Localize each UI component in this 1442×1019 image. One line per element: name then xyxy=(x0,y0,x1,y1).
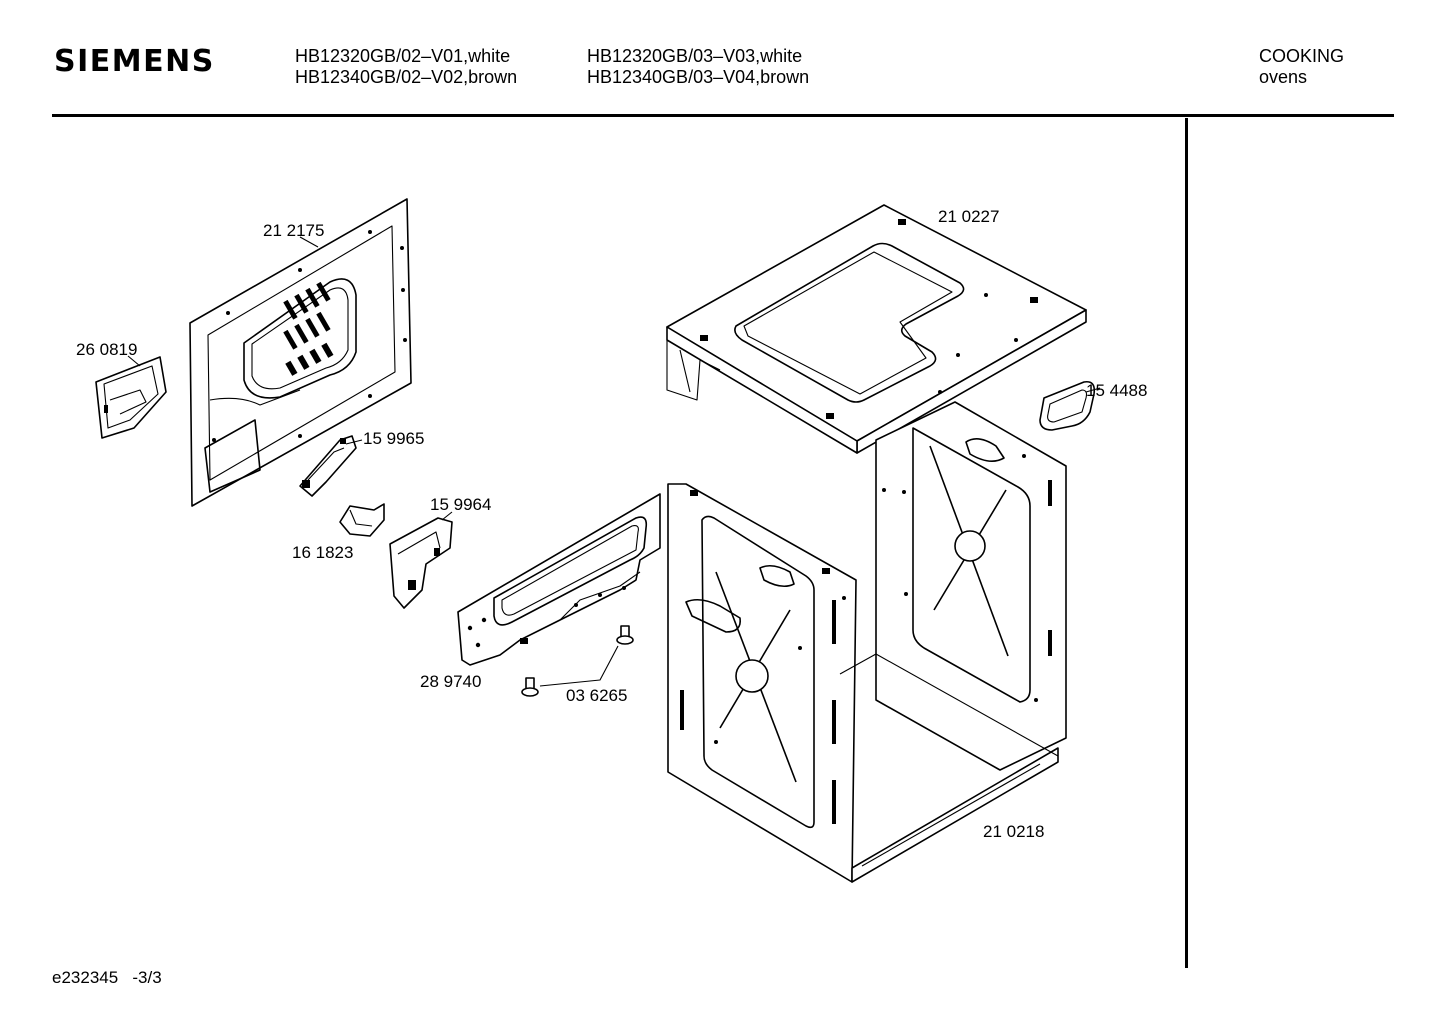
bracket-159965-drawing xyxy=(299,435,357,497)
model-line: HB12320GB/03–V03,white xyxy=(587,46,803,66)
cover-drawing xyxy=(95,356,167,439)
label-screws: 03 6265 xyxy=(566,686,627,705)
header-divider xyxy=(52,114,1394,117)
screw xyxy=(616,625,634,645)
model-list-2: HB12320GB/03–V03,white HB12340GB/03–V04,… xyxy=(587,46,809,88)
clip-161823-drawing xyxy=(339,503,385,537)
label-seal: 15 4488 xyxy=(1086,381,1147,400)
label-top-panel: 21 0227 xyxy=(938,207,999,226)
top-panel-drawing xyxy=(666,204,1087,454)
category-title: COOKING xyxy=(1259,46,1345,66)
model-line: HB12340GB/02–V02,brown xyxy=(295,67,518,87)
screw xyxy=(521,677,539,697)
seal-drawing xyxy=(1039,380,1096,431)
muffle-body-drawing xyxy=(667,401,1067,883)
side-divider xyxy=(1185,118,1188,968)
screws-drawing xyxy=(521,625,634,697)
category-block: COOKING ovens xyxy=(1259,46,1344,88)
bracket-159964-drawing xyxy=(389,517,453,609)
model-line: HB12320GB/02–V01,white xyxy=(295,46,511,66)
label-159964: 15 9964 xyxy=(430,495,491,514)
back-panel-drawing xyxy=(189,198,412,507)
label-back-panel: 21 2175 xyxy=(263,221,324,240)
label-muffle-body: 21 0218 xyxy=(983,822,1044,841)
label-cover: 26 0819 xyxy=(76,340,137,359)
model-list-1: HB12320GB/02–V01,white HB12340GB/02–V02,… xyxy=(295,46,517,88)
label-159965: 15 9965 xyxy=(363,429,424,448)
label-side-rail: 28 9740 xyxy=(420,672,481,691)
document-code: e232345 -3/3 xyxy=(52,968,162,987)
brand-logo: SIEMENS xyxy=(54,44,215,79)
category-subtitle: ovens xyxy=(1259,67,1308,87)
side-rail-drawing xyxy=(457,493,661,666)
label-161823: 16 1823 xyxy=(292,543,353,562)
model-line: HB12340GB/03–V04,brown xyxy=(587,67,810,87)
